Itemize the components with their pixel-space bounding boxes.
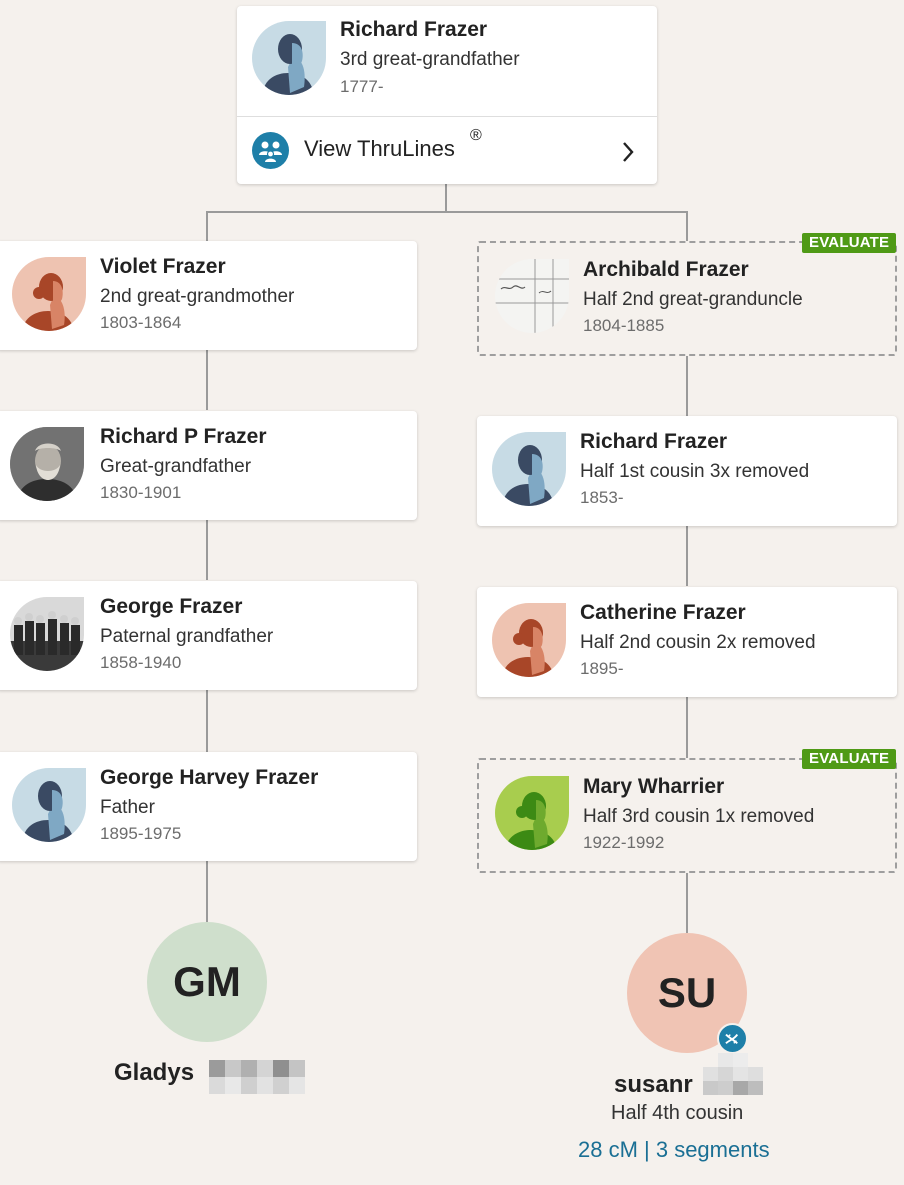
shared-dna-link[interactable]: 28 cM | 3 segments <box>578 1137 770 1162</box>
relationship-label: Half 2nd great-granduncle <box>583 289 803 310</box>
portrait-photo <box>10 427 84 501</box>
connector-line <box>206 520 208 580</box>
match-initials: SU <box>657 969 717 1016</box>
connector-line <box>686 697 688 758</box>
evaluate-badge: EVALUATE <box>802 749 897 769</box>
person-name[interactable]: George Frazer <box>100 595 243 618</box>
connector-line <box>686 356 688 416</box>
person-name[interactable]: George Harvey Frazer <box>100 766 319 789</box>
female-silhouette-green-icon <box>495 776 569 850</box>
life-years: 1830-1901 <box>100 483 182 502</box>
view-thrulines-link[interactable]: View ThruLines ® <box>237 117 657 184</box>
self-name: Gladys <box>114 1058 194 1094</box>
connector-line <box>206 211 688 213</box>
life-years: 1922-1992 <box>583 833 665 852</box>
person-name[interactable]: Richard Frazer <box>340 18 488 41</box>
card-divider <box>237 116 657 117</box>
ancestor-card[interactable]: George Frazer Paternal grandfather 1858-… <box>0 581 417 690</box>
connector-line <box>686 211 688 241</box>
chevron-right-icon <box>621 141 635 168</box>
self-avatar: GM <box>147 922 267 1042</box>
match-avatar[interactable]: SU <box>627 933 747 1053</box>
person-name[interactable]: Catherine Frazer <box>580 601 746 624</box>
life-years: 1895- <box>580 659 624 678</box>
life-years: 1777- <box>340 77 384 96</box>
match-relationship: Half 4th cousin <box>611 1102 744 1124</box>
life-years: 1853- <box>580 488 624 507</box>
connector-line <box>686 873 688 933</box>
connector-line <box>206 350 208 410</box>
ancestor-card[interactable]: Catherine Frazer Half 2nd cousin 2x remo… <box>477 587 897 697</box>
evaluate-badge: EVALUATE <box>802 233 897 253</box>
connector-line <box>686 526 688 586</box>
connector-line <box>206 861 208 922</box>
relationship-label: Half 2nd cousin 2x removed <box>580 632 816 653</box>
male-silhouette-icon <box>252 21 326 95</box>
relationship-label: 2nd great-grandmother <box>100 286 295 307</box>
male-silhouette-icon <box>12 768 86 842</box>
relationship-label: Paternal grandfather <box>100 626 274 647</box>
connector-line <box>445 184 447 212</box>
relationship-label: Father <box>100 797 155 818</box>
life-years: 1895-1975 <box>100 824 182 843</box>
ancestor-card-evaluate[interactable]: Mary Wharrier Half 3rd cousin 1x removed… <box>477 758 897 873</box>
self-first-name: Gladys <box>114 1059 195 1086</box>
thrulines-label: View ThruLines <box>304 136 455 161</box>
common-ancestor-card[interactable]: Richard Frazer 3rd great-grandfather 177… <box>237 6 657 184</box>
document-photo <box>495 259 569 333</box>
connector-line <box>206 211 208 241</box>
ancestor-card[interactable]: Violet Frazer 2nd great-grandmother 1803… <box>0 241 417 350</box>
person-name[interactable]: Richard Frazer <box>580 430 728 453</box>
redacted-surname <box>209 1060 305 1094</box>
ancestor-card[interactable]: Richard Frazer Half 1st cousin 3x remove… <box>477 416 897 526</box>
life-years: 1804-1885 <box>583 316 665 335</box>
connector-line <box>206 690 208 752</box>
ancestor-card-evaluate[interactable]: Archibald Frazer Half 2nd great-grandunc… <box>477 241 897 356</box>
person-name[interactable]: Mary Wharrier <box>583 775 725 798</box>
redacted-username <box>703 1053 763 1095</box>
group-photo <box>10 597 84 671</box>
ancestor-card[interactable]: Richard P Frazer Great-grandfather 1830-… <box>0 411 417 520</box>
dna-icon <box>717 1023 748 1054</box>
ancestor-card[interactable]: George Harvey Frazer Father 1895-1975 <box>0 752 417 861</box>
registered-mark: ® <box>470 127 482 144</box>
person-name[interactable]: Archibald Frazer <box>583 258 749 281</box>
relationship-label: Half 1st cousin 3x removed <box>580 461 810 482</box>
male-silhouette-icon <box>492 432 566 506</box>
life-years: 1803-1864 <box>100 313 182 332</box>
relationship-label: Great-grandfather <box>100 456 252 477</box>
life-years: 1858-1940 <box>100 653 182 672</box>
person-name[interactable]: Richard P Frazer <box>100 425 267 448</box>
relationship-label: Half 3rd cousin 1x removed <box>583 806 815 827</box>
person-name[interactable]: Violet Frazer <box>100 255 226 278</box>
thrulines-icon <box>252 132 289 169</box>
female-silhouette-icon <box>492 603 566 677</box>
self-initials: GM <box>173 958 241 1005</box>
female-silhouette-icon <box>12 257 86 331</box>
match-name[interactable]: susanr <box>614 1071 693 1098</box>
relationship-label: 3rd great-grandfather <box>340 49 520 70</box>
